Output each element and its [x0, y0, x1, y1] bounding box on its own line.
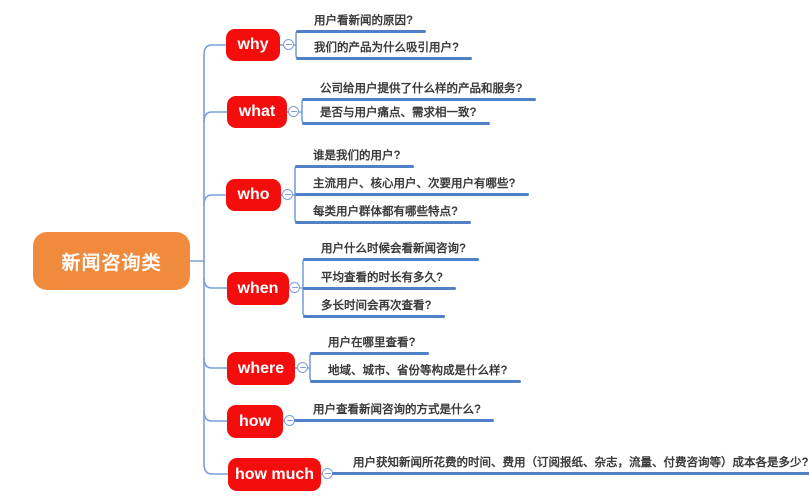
minus-icon — [299, 366, 306, 369]
collapse-toggle-who[interactable] — [282, 189, 293, 200]
collapse-toggle-when[interactable] — [289, 282, 300, 293]
root-node[interactable]: 新闻咨询类 — [33, 232, 190, 290]
leaf-item[interactable]: 用户获知新闻所花费的时间、费用（订阅报纸、杂志，流量、付费咨询等）成本各是多少? — [332, 455, 809, 475]
leaf-item[interactable]: 用户查看新闻咨询的方式是什么? — [294, 402, 495, 422]
branch-when[interactable]: when — [227, 272, 289, 305]
branch-how[interactable]: how — [227, 405, 283, 438]
leaf-item[interactable]: 平均查看的时长有多久? — [303, 270, 457, 290]
minus-icon — [285, 43, 292, 46]
branch-where[interactable]: where — [227, 352, 295, 385]
leaf-item[interactable]: 是否与用户痛点、需求相一致? — [302, 105, 490, 125]
branch-why[interactable]: why — [226, 29, 280, 61]
branch-what[interactable]: what — [227, 96, 287, 128]
branch-how-much[interactable]: how much — [228, 458, 321, 491]
leaf-item[interactable]: 公司给用户提供了什么样的产品和服务? — [302, 81, 536, 101]
branch-who[interactable]: who — [226, 179, 281, 211]
minus-icon — [286, 419, 293, 422]
collapse-toggle-what[interactable] — [288, 106, 299, 117]
leaf-item[interactable]: 用户什么时候会看新闻咨询? — [303, 241, 480, 261]
collapse-toggle-why[interactable] — [283, 39, 294, 50]
leaf-item[interactable]: 多长时间会再次查看? — [303, 298, 445, 318]
leaf-item[interactable]: 地域、城市、省份等构成是什么样? — [310, 363, 521, 383]
collapse-toggle-where[interactable] — [297, 362, 308, 373]
minus-icon — [291, 286, 298, 289]
leaf-item[interactable]: 用户在哪里查看? — [310, 335, 429, 355]
minus-icon — [290, 110, 297, 113]
minus-icon — [324, 472, 331, 475]
leaf-item[interactable]: 用户看新闻的原因? — [296, 13, 427, 33]
leaf-item[interactable]: 我们的产品为什么吸引用户? — [296, 40, 473, 60]
minus-icon — [284, 193, 291, 196]
leaf-item[interactable]: 谁是我们的用户? — [295, 148, 414, 168]
leaf-item[interactable]: 主流用户、核心用户、次要用户有哪些? — [295, 176, 529, 196]
leaf-item[interactable]: 每类用户群体都有哪些特点? — [295, 204, 472, 224]
